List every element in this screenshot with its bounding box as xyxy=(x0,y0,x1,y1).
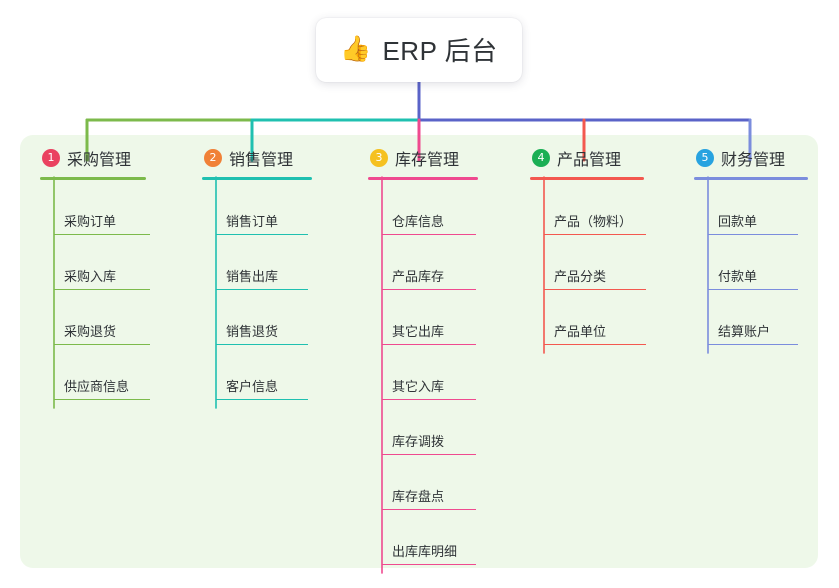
branch-item-rule xyxy=(54,343,150,345)
branch-item-rule xyxy=(544,343,646,345)
branch-item-rule xyxy=(382,563,476,565)
branch-item-label: 其它入库 xyxy=(392,379,445,394)
branch-title: 财务管理 xyxy=(721,152,786,169)
branch-column-2: 2 销售管理销售订单销售出库销售退货客户信息 xyxy=(202,146,312,400)
branch-item-label: 采购入库 xyxy=(64,269,117,284)
branch-item-label: 产品（物料） xyxy=(554,214,633,229)
branch-item[interactable]: 付款单 xyxy=(694,235,808,290)
branch-item-label: 仓库信息 xyxy=(392,214,445,229)
branch-column-3: 3 库存管理仓库信息产品库存其它出库其它入库库存调拨库存盘点出库库明细 xyxy=(368,146,478,565)
branch-item-rule xyxy=(382,453,476,455)
branch-item-list: 产品（物料） 产品分类产品单位 xyxy=(530,180,646,345)
branch-item[interactable]: 产品分类 xyxy=(530,235,646,290)
branch-item[interactable]: 产品单位 xyxy=(530,290,646,345)
root-node-title: ERP 后台 xyxy=(382,35,498,66)
branches-panel xyxy=(20,135,818,568)
branch-item-rule xyxy=(216,288,308,290)
branch-column-5: 5 财务管理回款单付款单结算账户 xyxy=(694,146,808,345)
branch-number-badge: 4 xyxy=(532,149,550,167)
branch-item[interactable]: 出库库明细 xyxy=(368,510,478,565)
branch-item-rule xyxy=(708,343,798,345)
branch-item[interactable]: 回款单 xyxy=(694,180,808,235)
branch-item-rule xyxy=(54,288,150,290)
branch-number-badge: 5 xyxy=(696,149,714,167)
branch-item[interactable]: 销售退货 xyxy=(202,290,312,345)
branch-item-label: 产品单位 xyxy=(554,324,607,339)
branch-header-3[interactable]: 3 库存管理 xyxy=(368,146,478,170)
branch-item-rule xyxy=(382,398,476,400)
branch-title: 产品管理 xyxy=(557,152,622,169)
branch-item-rule xyxy=(382,288,476,290)
branch-item-rule xyxy=(382,233,476,235)
branch-header-rule xyxy=(40,177,146,180)
branch-column-1: 1 采购管理采购订单采购入库采购退货供应商信息 xyxy=(40,146,150,400)
branch-item-label: 出库库明细 xyxy=(392,544,458,559)
branch-header-rule xyxy=(530,177,644,180)
branch-item-list: 仓库信息产品库存其它出库其它入库库存调拨库存盘点出库库明细 xyxy=(368,180,478,565)
branch-item-label: 库存盘点 xyxy=(392,489,445,504)
branch-item-rule xyxy=(708,233,798,235)
branch-item-rule xyxy=(216,233,308,235)
thumbs-up-icon: 👍 xyxy=(340,34,372,63)
branch-item-label: 供应商信息 xyxy=(64,379,130,394)
branch-header-1[interactable]: 1 采购管理 xyxy=(40,146,146,170)
branch-item-rule xyxy=(54,233,150,235)
root-node-content: 👍 ERP 后台 xyxy=(340,31,497,68)
branch-item-rule xyxy=(382,508,476,510)
branch-item-rule xyxy=(216,343,308,345)
branch-header-5[interactable]: 5 财务管理 xyxy=(694,146,808,170)
branch-item-label: 客户信息 xyxy=(226,379,279,394)
branch-item-label: 产品库存 xyxy=(392,269,445,284)
branch-item-label: 采购退货 xyxy=(64,324,117,339)
branch-item-rule xyxy=(54,398,150,400)
branch-item-label: 回款单 xyxy=(718,214,758,229)
branch-item[interactable]: 仓库信息 xyxy=(368,180,478,235)
branch-item-label: 其它出库 xyxy=(392,324,445,339)
branch-header-4[interactable]: 4 产品管理 xyxy=(530,146,644,170)
branch-number-badge: 2 xyxy=(204,149,222,167)
branch-item-label: 销售订单 xyxy=(226,214,279,229)
branch-item[interactable]: 销售订单 xyxy=(202,180,312,235)
branch-item-label: 销售退货 xyxy=(226,324,279,339)
branch-item[interactable]: 其它入库 xyxy=(368,345,478,400)
branch-item[interactable]: 库存盘点 xyxy=(368,455,478,510)
branch-number-badge: 1 xyxy=(42,149,60,167)
branch-item-label: 库存调拨 xyxy=(392,434,445,449)
branch-item-label: 产品分类 xyxy=(554,269,607,284)
branch-item-list: 销售订单销售出库销售退货客户信息 xyxy=(202,180,312,400)
branch-item-rule xyxy=(708,288,798,290)
branch-item[interactable]: 供应商信息 xyxy=(40,345,150,400)
branch-item[interactable]: 销售出库 xyxy=(202,235,312,290)
branch-number-badge: 3 xyxy=(370,149,388,167)
branch-item-label: 销售出库 xyxy=(226,269,279,284)
branch-title: 销售管理 xyxy=(229,152,294,169)
branch-item-rule xyxy=(382,343,476,345)
branch-item-rule xyxy=(216,398,308,400)
root-node[interactable]: 👍 ERP 后台 xyxy=(316,18,522,82)
branch-item-rule xyxy=(544,233,646,235)
branch-item[interactable]: 产品库存 xyxy=(368,235,478,290)
branch-item-label: 结算账户 xyxy=(718,324,771,339)
branch-item-label: 付款单 xyxy=(718,269,758,284)
branch-item[interactable]: 采购入库 xyxy=(40,235,150,290)
branch-item[interactable]: 采购退货 xyxy=(40,290,150,345)
branch-item-list: 回款单付款单结算账户 xyxy=(694,180,808,345)
branch-item[interactable]: 结算账户 xyxy=(694,290,808,345)
branch-item-label: 采购订单 xyxy=(64,214,117,229)
branch-item-rule xyxy=(544,288,646,290)
branch-item[interactable]: 库存调拨 xyxy=(368,400,478,455)
branch-item-list: 采购订单采购入库采购退货供应商信息 xyxy=(40,180,150,400)
branch-header-2[interactable]: 2 销售管理 xyxy=(202,146,312,170)
branch-column-4: 4 产品管理产品（物料） 产品分类产品单位 xyxy=(530,146,646,345)
branch-header-rule xyxy=(202,177,312,180)
branch-item[interactable]: 产品（物料） xyxy=(530,180,646,235)
branch-title: 库存管理 xyxy=(395,152,460,169)
branch-title: 采购管理 xyxy=(67,152,132,169)
branch-item[interactable]: 其它出库 xyxy=(368,290,478,345)
branch-item[interactable]: 客户信息 xyxy=(202,345,312,400)
branch-header-rule xyxy=(694,177,808,180)
branch-item[interactable]: 采购订单 xyxy=(40,180,150,235)
branch-header-rule xyxy=(368,177,478,180)
